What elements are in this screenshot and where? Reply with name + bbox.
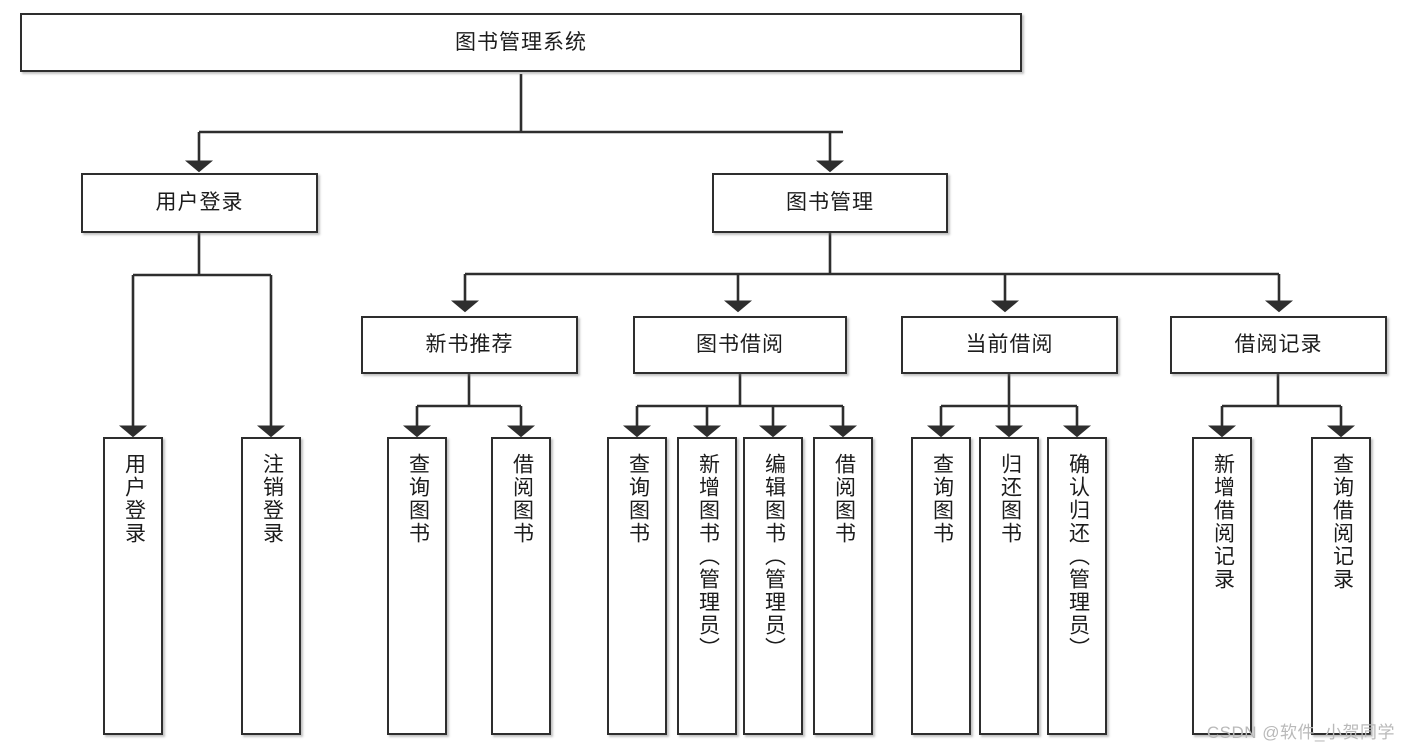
node-book-borrow[interactable]: 图书借阅	[633, 316, 847, 374]
leaf-query-book-1-label: 查询图书	[406, 453, 430, 545]
node-new-book-recommend-label: 新书推荐	[425, 333, 514, 357]
leaf-borrow-book-2[interactable]: 借阅图书	[813, 437, 873, 735]
leaf-borrow-book-2-label: 借阅图书	[832, 453, 856, 545]
node-root-label: 图书管理系统	[455, 30, 587, 54]
leaf-add-book[interactable]: 新增图书（管理员）	[677, 437, 737, 735]
leaf-logout-label: 注销登录	[260, 453, 284, 545]
leaf-borrow-book-1[interactable]: 借阅图书	[491, 437, 551, 735]
node-borrow-record-label: 借阅记录	[1234, 333, 1323, 357]
leaf-query-book-2[interactable]: 查询图书	[607, 437, 667, 735]
leaf-add-record[interactable]: 新增借阅记录	[1192, 437, 1252, 735]
node-book-borrow-label: 图书借阅	[696, 333, 784, 357]
leaf-edit-book[interactable]: 编辑图书（管理员）	[743, 437, 803, 735]
leaf-confirm-return[interactable]: 确认归还（管理员）	[1047, 437, 1107, 735]
leaf-query-record-label: 查询借阅记录	[1330, 453, 1354, 591]
node-new-book-recommend[interactable]: 新书推荐	[361, 316, 578, 374]
leaf-user-login[interactable]: 用户登录	[103, 437, 163, 735]
leaf-edit-book-label: 编辑图书（管理员）	[762, 453, 786, 660]
csdn-watermark: CSDN @软件_小贺同学	[1206, 723, 1395, 742]
leaf-user-login-label: 用户登录	[122, 453, 146, 545]
node-current-borrow[interactable]: 当前借阅	[901, 316, 1118, 374]
leaf-borrow-book-1-label: 借阅图书	[510, 453, 534, 545]
node-book-management-label: 图书管理	[786, 191, 874, 215]
leaf-logout[interactable]: 注销登录	[241, 437, 301, 735]
leaf-query-book-3-label: 查询图书	[930, 453, 954, 545]
leaf-confirm-return-label: 确认归还（管理员）	[1066, 453, 1090, 660]
node-book-management[interactable]: 图书管理	[712, 173, 948, 233]
leaf-add-record-label: 新增借阅记录	[1211, 453, 1235, 591]
leaf-query-book-2-label: 查询图书	[626, 453, 650, 545]
leaf-return-book-label: 归还图书	[998, 453, 1022, 545]
leaf-return-book[interactable]: 归还图书	[979, 437, 1039, 735]
leaf-add-book-label: 新增图书（管理员）	[696, 453, 720, 660]
leaf-query-book-3[interactable]: 查询图书	[911, 437, 971, 735]
node-current-borrow-label: 当前借阅	[965, 333, 1054, 357]
node-root[interactable]: 图书管理系统	[20, 13, 1022, 72]
leaf-query-record[interactable]: 查询借阅记录	[1311, 437, 1371, 735]
node-user-login-label: 用户登录	[155, 191, 244, 215]
node-user-login[interactable]: 用户登录	[81, 173, 318, 233]
leaf-query-book-1[interactable]: 查询图书	[387, 437, 447, 735]
node-borrow-record[interactable]: 借阅记录	[1170, 316, 1387, 374]
